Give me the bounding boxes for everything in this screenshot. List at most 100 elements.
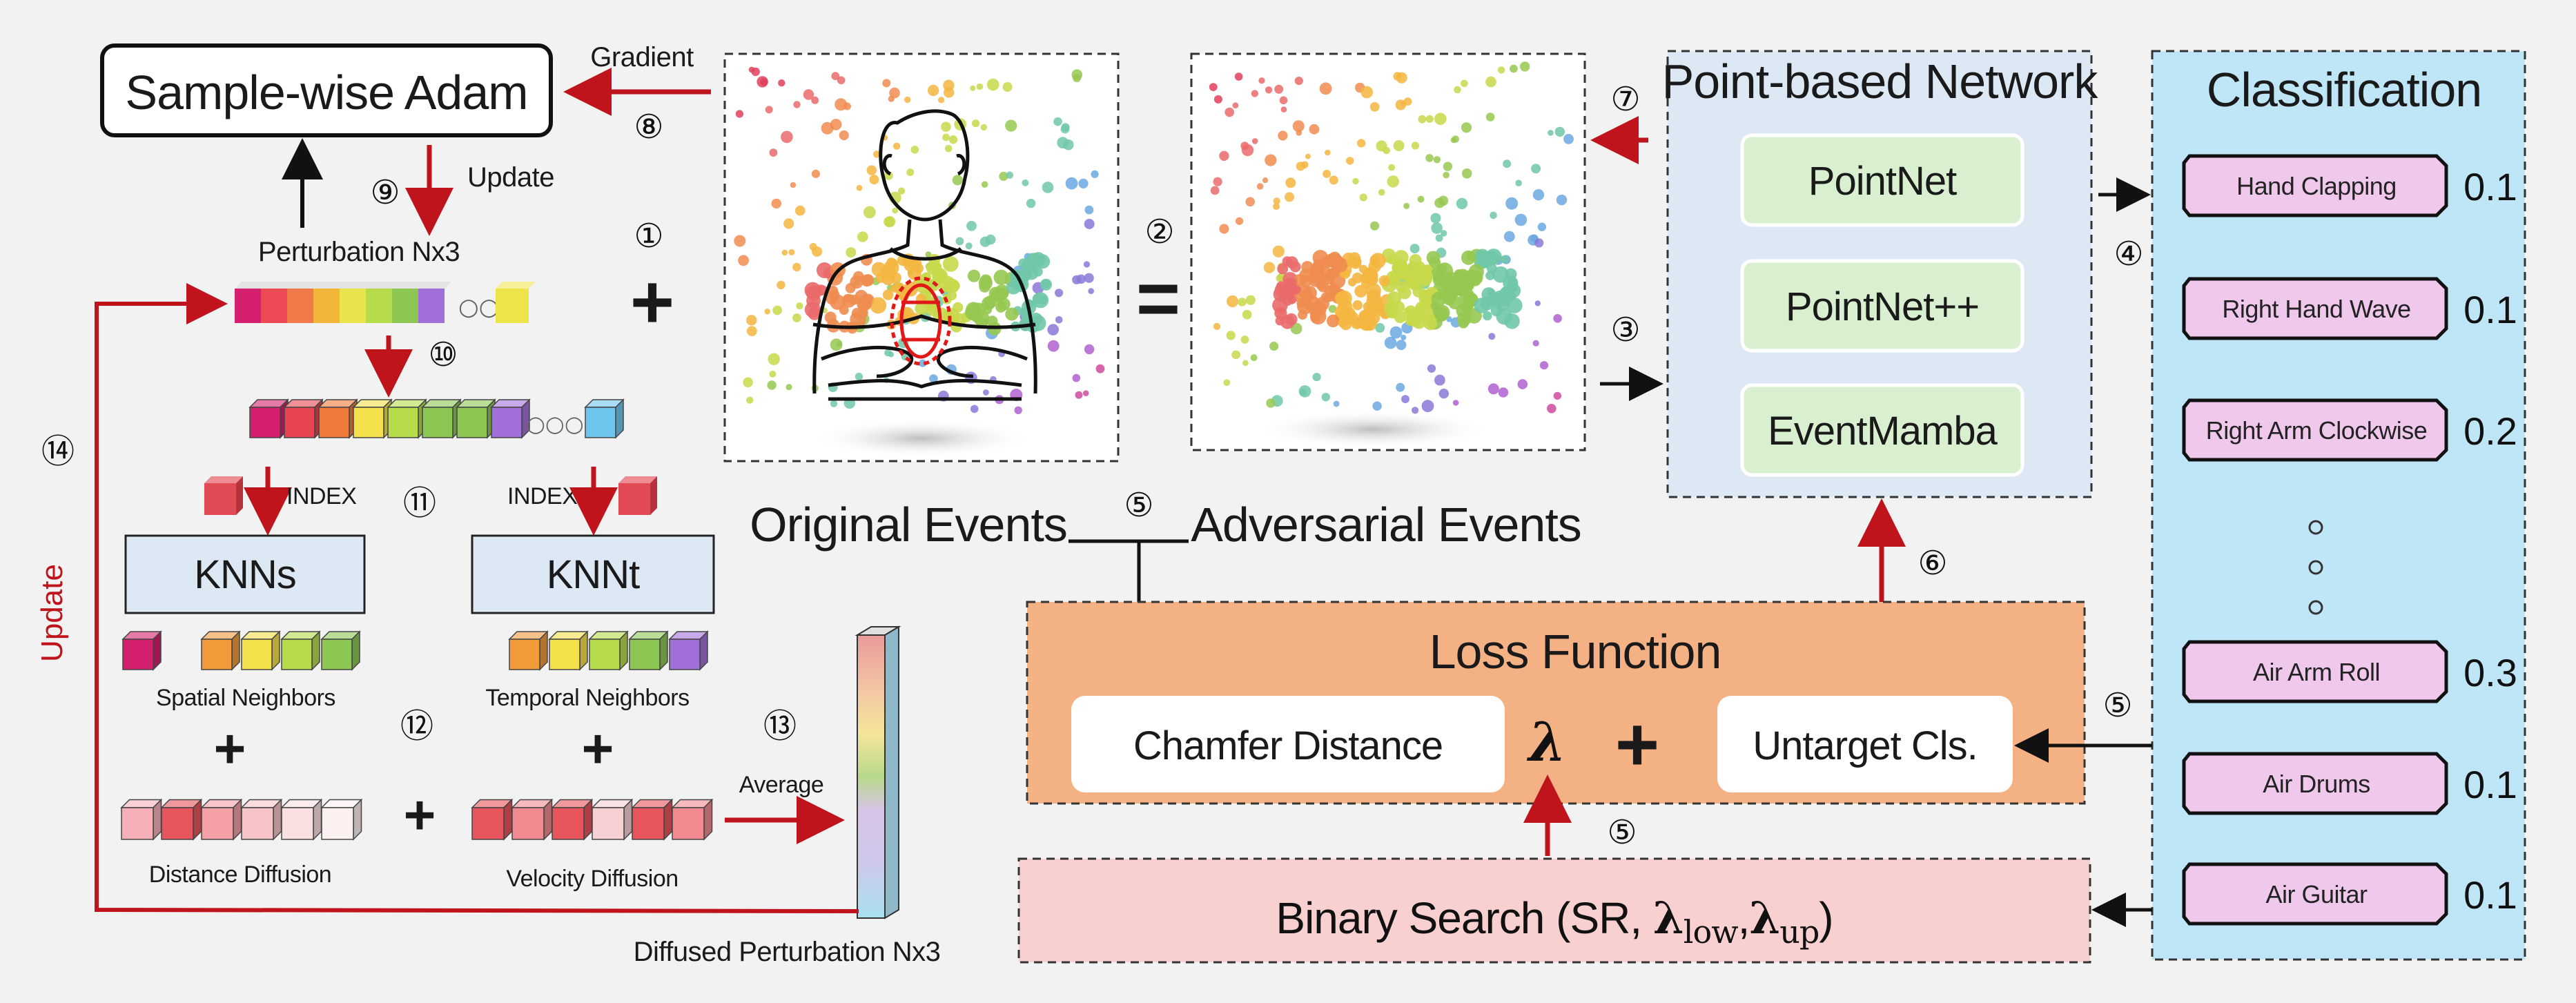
event-point — [1532, 340, 1539, 347]
event-point — [1294, 77, 1303, 86]
event-point — [1547, 404, 1557, 413]
class-item-prob: 0.1 — [2463, 288, 2517, 331]
event-point — [1417, 195, 1425, 203]
model-pointnet-box — [1740, 133, 2024, 227]
event-point — [1053, 117, 1062, 126]
event-point — [892, 142, 901, 150]
point-network-panel: Point-based Network PointNet PointNet++ … — [1662, 50, 2099, 498]
event-point — [979, 281, 991, 293]
event-point — [1384, 336, 1397, 349]
event-point — [884, 216, 896, 228]
event-point — [1357, 139, 1366, 148]
event-point — [941, 121, 951, 132]
event-point — [1272, 245, 1285, 257]
event-point — [1393, 140, 1405, 151]
event-point — [1504, 313, 1520, 329]
event-point — [986, 78, 999, 91]
event-point — [970, 85, 976, 91]
event-point — [1338, 318, 1347, 328]
event-point — [1213, 177, 1222, 186]
event-point — [1063, 139, 1074, 150]
step-11: ⑪ — [403, 484, 436, 523]
event-point — [870, 297, 887, 314]
event-point — [1403, 202, 1410, 209]
event-point — [1075, 391, 1083, 399]
plus-spatial: + — [214, 718, 246, 779]
event-point — [1238, 298, 1247, 306]
event-point — [836, 341, 843, 347]
loss-function-panel: Loss Function Chamfer Distance λ + Untar… — [1026, 601, 2086, 805]
event-point — [861, 295, 873, 306]
model-pointnet: PointNet — [1808, 159, 1957, 204]
event-point — [746, 315, 757, 326]
event-point — [1487, 383, 1499, 395]
motion-highlight — [890, 276, 952, 366]
event-point — [734, 235, 746, 247]
event-point — [1389, 270, 1403, 283]
event-point — [1309, 307, 1318, 316]
event-point — [1273, 197, 1280, 205]
event-point — [1456, 311, 1472, 327]
event-point — [1389, 326, 1403, 339]
event-point — [768, 353, 780, 365]
event-point — [1461, 168, 1472, 179]
event-point — [1398, 286, 1412, 300]
class-item-prob: 0.1 — [2463, 873, 2517, 917]
event-point — [1298, 310, 1308, 320]
event-point — [1022, 179, 1029, 186]
step-10: ⑩ — [428, 335, 458, 374]
event-point — [869, 175, 879, 185]
event-point — [1534, 300, 1541, 306]
event-point — [978, 318, 988, 328]
step-9: ⑨ — [370, 173, 400, 212]
event-point — [735, 110, 743, 118]
event-point — [1083, 261, 1091, 268]
event-point — [1441, 230, 1447, 237]
cube — [240, 798, 283, 841]
event-point — [1347, 277, 1357, 286]
event-point — [1296, 162, 1305, 171]
event-point — [764, 309, 770, 315]
chamfer-label: Chamfer Distance — [1133, 723, 1443, 768]
event-point — [809, 243, 817, 251]
event-point — [898, 187, 906, 195]
event-point — [1287, 277, 1297, 288]
plus-temporal: + — [582, 718, 614, 779]
event-point — [1433, 156, 1441, 164]
step-13: ⑬ — [763, 707, 797, 746]
plus-perturb-events: + — [630, 260, 674, 344]
binary-search-label: Binary Search (SR, λlow,λup) — [1276, 893, 1833, 951]
class-item-label: Hand Clapping — [2236, 172, 2397, 200]
event-point — [1213, 322, 1221, 330]
event-point — [811, 169, 820, 178]
event-point — [1091, 170, 1099, 178]
model-eventmamba: EventMamba — [1768, 409, 1998, 454]
event-point — [1354, 284, 1367, 298]
event-point — [772, 305, 782, 315]
event-point — [882, 289, 894, 300]
event-point — [1401, 395, 1409, 404]
event-point — [967, 269, 981, 282]
cube — [631, 798, 674, 841]
cube — [588, 630, 629, 671]
event-point — [1084, 219, 1095, 229]
binary-up: up — [1779, 913, 1819, 951]
event-point — [1245, 197, 1255, 207]
event-point — [1055, 289, 1064, 298]
event-point — [1312, 373, 1321, 382]
event-point — [1262, 177, 1269, 184]
class-item-prob: 0.2 — [2463, 409, 2517, 453]
temporal-index-label: INDEX — [507, 483, 577, 509]
event-point — [1084, 273, 1094, 283]
cube — [387, 398, 427, 439]
event-point — [1234, 72, 1243, 81]
event-point — [1415, 301, 1427, 314]
event-point — [1412, 407, 1419, 414]
event-point — [1346, 157, 1354, 165]
event-point — [1231, 350, 1240, 360]
average-label: Average — [739, 772, 824, 798]
cube — [200, 798, 243, 841]
event-point — [1006, 171, 1014, 179]
